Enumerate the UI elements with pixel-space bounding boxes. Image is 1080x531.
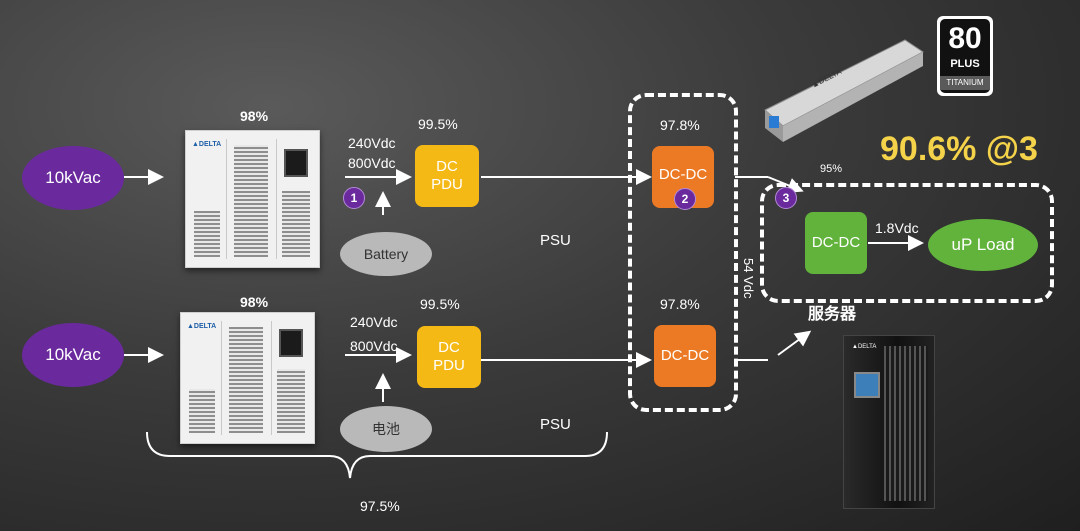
dcdc-box-2: DC-DC: [654, 325, 716, 387]
dc-pdu-box-2: DC PDU: [417, 326, 481, 388]
dcdc-label: DC-DC: [660, 347, 710, 364]
total-efficiency: 97.5%: [360, 498, 400, 514]
voltage-800vdc-1: 800Vdc: [348, 155, 396, 171]
server-dashed-group: [760, 183, 1054, 303]
step-badge-3: 3: [775, 187, 797, 209]
dc-pdu-box-1: DC PDU: [415, 145, 479, 207]
input-label: 10kVac: [45, 345, 101, 364]
psu-module-image: ▲DELTA: [764, 39, 924, 142]
psu-label-2: PSU: [540, 416, 571, 433]
voltage-240vdc-1: 240Vdc: [348, 135, 396, 151]
psu-label-1: PSU: [540, 232, 571, 249]
dcdc-efficiency-1: 97.8%: [660, 117, 700, 133]
pdu-line1: DC: [436, 158, 458, 175]
server-label: 服务器: [808, 306, 857, 323]
ups-cabinet-2: ▲DELTA: [180, 312, 315, 444]
server-rack-image: ▲DELTA: [843, 335, 935, 509]
pdu-efficiency-1: 99.5%: [418, 116, 458, 132]
badge-number: 80: [948, 22, 982, 55]
server-dcdc-box: DC-DC: [805, 212, 867, 274]
up-load-oval: uP Load: [928, 219, 1038, 271]
dcdc-efficiency-2: 97.8%: [660, 296, 700, 312]
ups-efficiency-1: 98%: [240, 108, 269, 124]
delta-logo-icon: ▲DELTA: [192, 141, 222, 148]
80-plus-titanium-badge: 80 PLUS TITANIUM: [937, 16, 993, 96]
input-10kvac-2: 10kVac: [22, 323, 124, 387]
battery-oval-2: 电池: [340, 406, 432, 452]
server-dcdc-label: DC-DC: [811, 234, 861, 251]
dcdc-label: DC-DC: [658, 166, 708, 183]
psu-dcdc-dashed-group: [628, 93, 738, 412]
ups-screen: [279, 329, 303, 357]
voltage-800vdc-2: 800Vdc: [350, 338, 398, 354]
voltage-240vdc-2: 240Vdc: [350, 314, 398, 330]
delta-logo-icon: ▲DELTA: [187, 323, 217, 330]
up-load-label: uP Load: [951, 235, 1015, 254]
pdu-line1: DC: [438, 339, 460, 356]
input-label: 10kVac: [45, 168, 101, 187]
battery-label: Battery: [363, 246, 409, 262]
ups-efficiency-2: 98%: [240, 294, 269, 310]
headline-efficiency: 90.6% @3: [880, 130, 1038, 168]
arrow-dcdc-server-2: [777, 330, 812, 356]
dcdc-box-1: DC-DC: [652, 146, 714, 208]
badge-tier: TITANIUM: [946, 78, 984, 87]
bus-voltage-54vdc: 54 Vdc: [741, 258, 756, 299]
battery-oval-1: Battery: [340, 232, 432, 276]
step-badge-1: 1: [343, 187, 365, 209]
pdu-line2: PDU: [431, 176, 463, 193]
total-bracket: [146, 431, 608, 479]
ups-cabinet-1: ▲DELTA: [185, 130, 320, 268]
step-badge-2: 2: [674, 188, 696, 210]
battery-label: 电池: [372, 421, 400, 437]
output-voltage-1-8vdc: 1.8Vdc: [875, 220, 919, 236]
pdu-efficiency-2: 99.5%: [420, 296, 460, 312]
server-efficiency: 95%: [820, 163, 843, 175]
pdu-line2: PDU: [433, 357, 465, 374]
rack-screen: [854, 372, 880, 398]
input-10kvac-1: 10kVac: [22, 146, 124, 210]
badge-plus: PLUS: [950, 58, 980, 70]
ups-screen: [284, 149, 308, 177]
